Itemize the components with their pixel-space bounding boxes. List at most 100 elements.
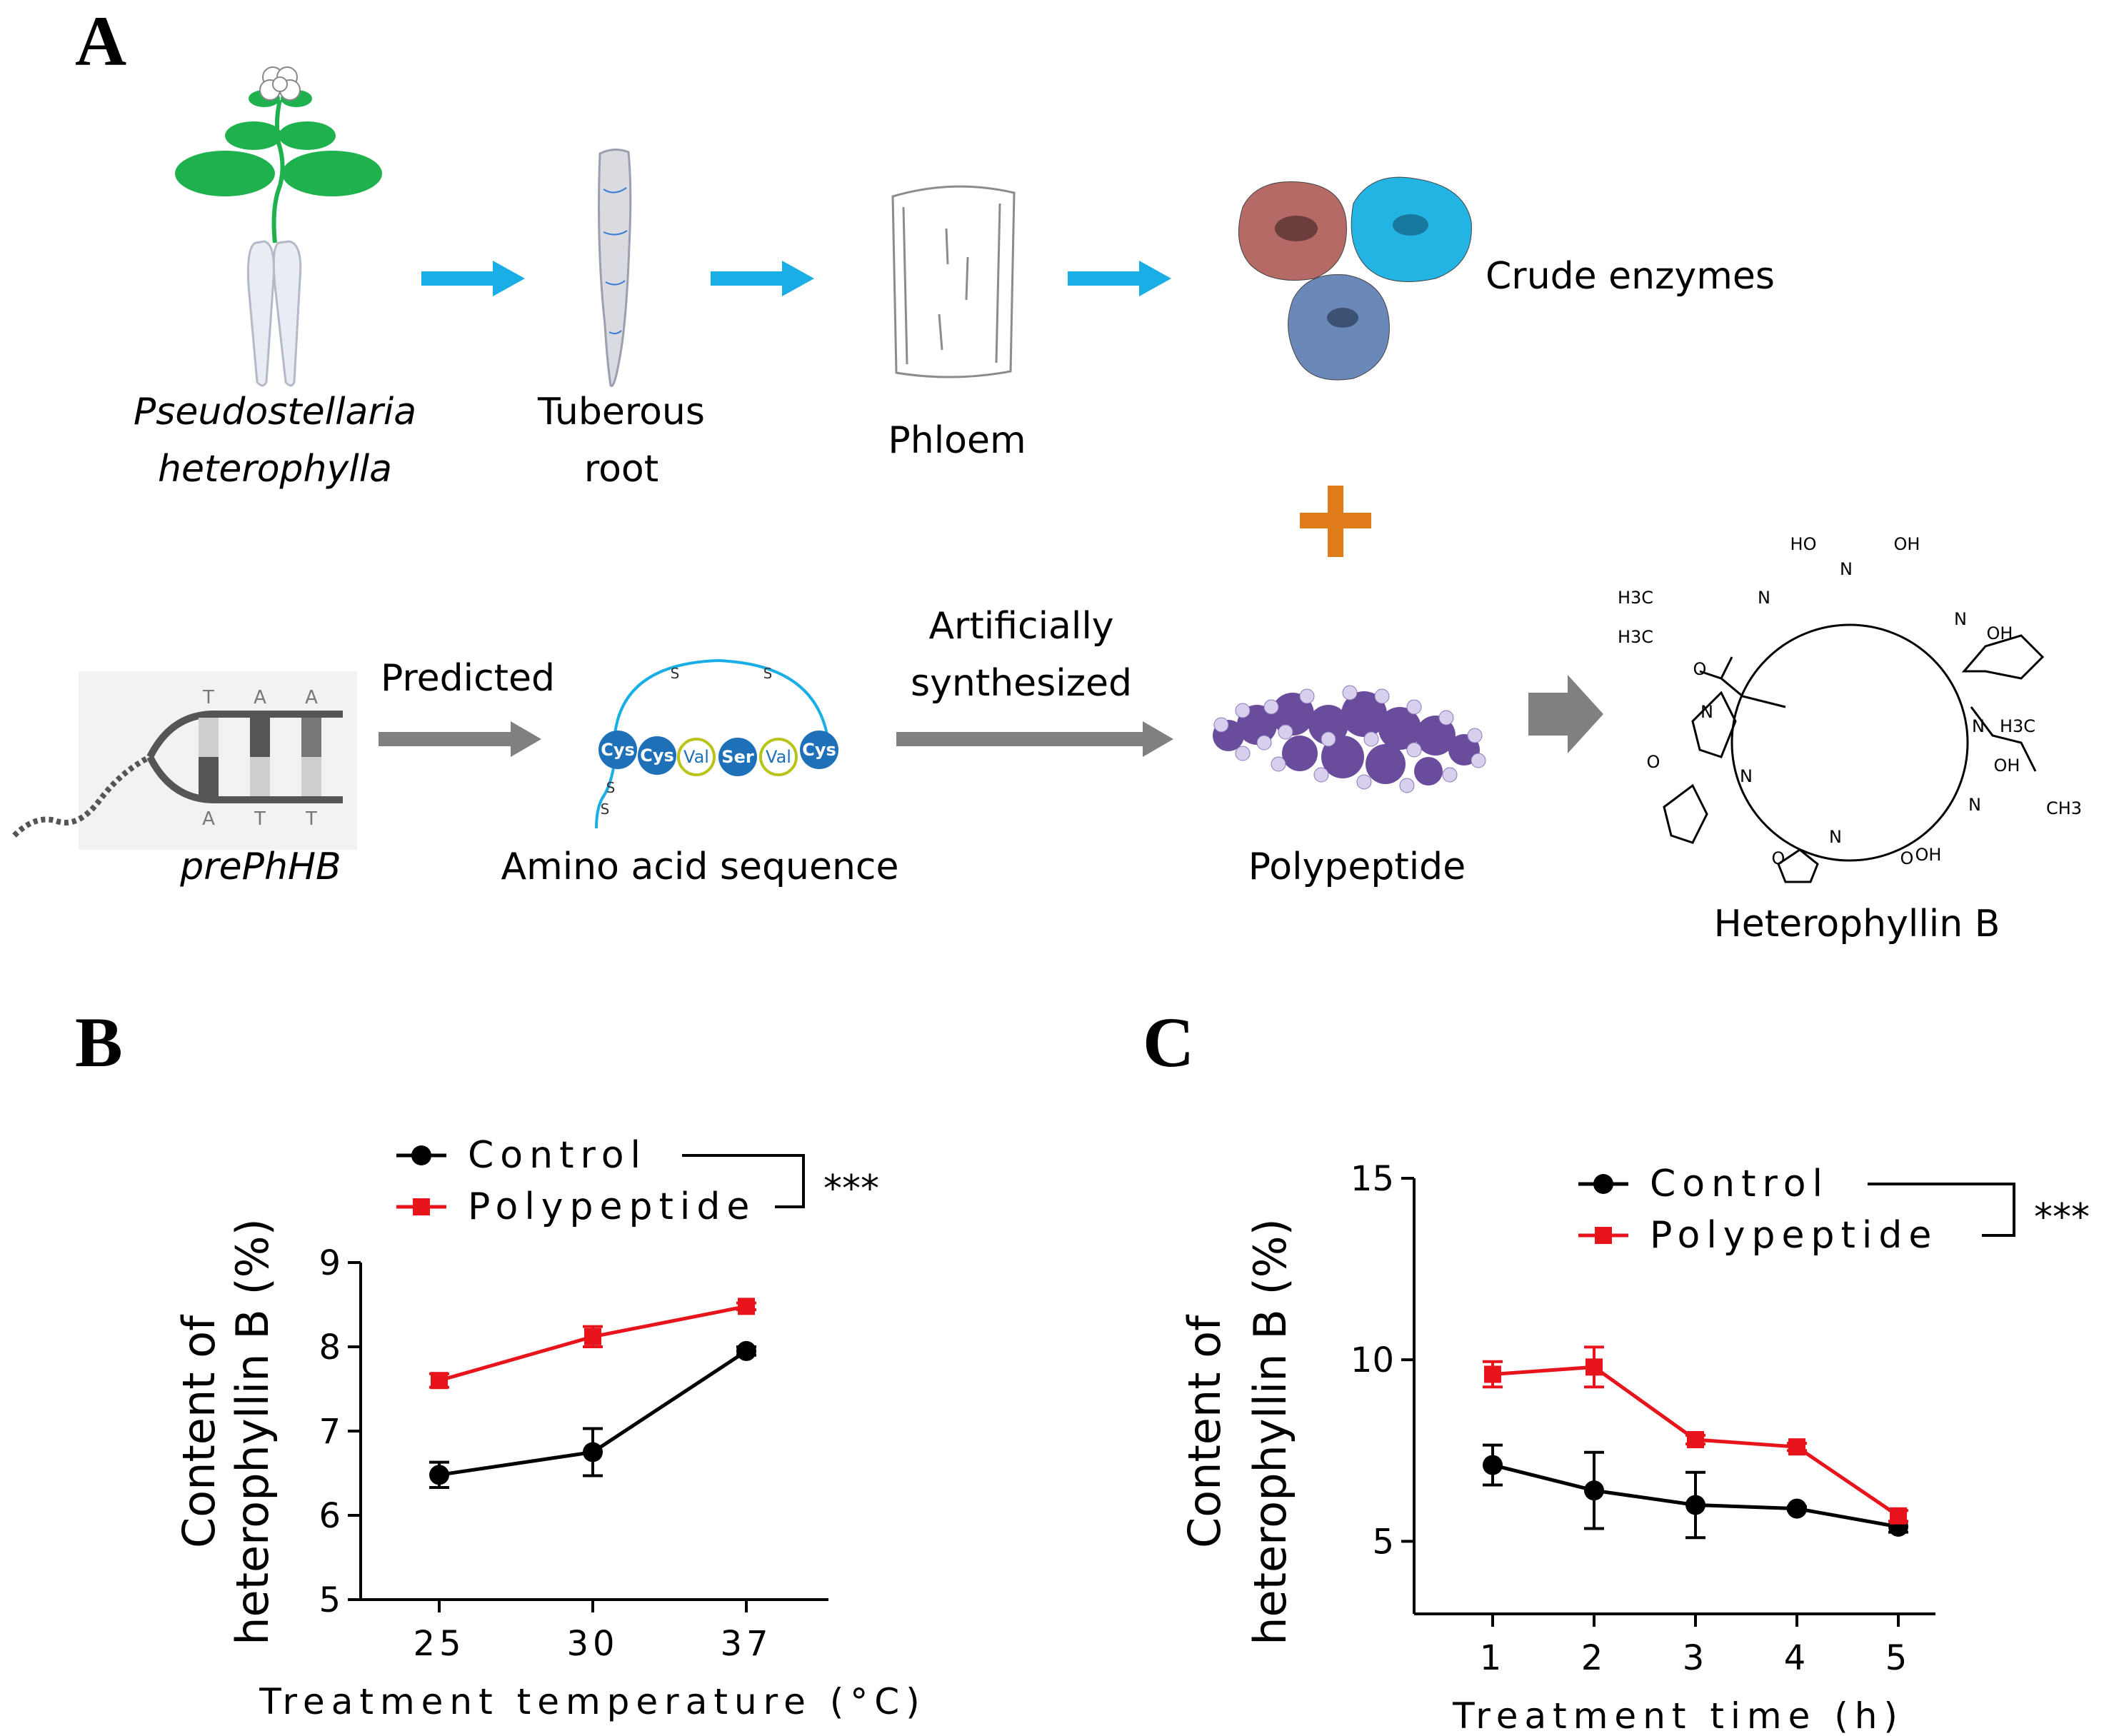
struct-label-1: HO <box>1790 534 1817 554</box>
y-tick-label: 6 <box>319 1496 341 1536</box>
legend-marker <box>1595 1227 1612 1244</box>
enzymes-label: Crude enzymes <box>1486 255 1775 298</box>
legend-marker <box>1593 1174 1613 1194</box>
data-point-polypeptide <box>1788 1438 1805 1456</box>
disulfide-label-4: S <box>601 801 610 818</box>
struct-label-18: N <box>1829 827 1842 847</box>
synth-label-line1: Artificially <box>928 605 1114 648</box>
y-tick-label: 7 <box>319 1412 341 1452</box>
struct-label-12: H3C <box>2000 716 2035 736</box>
aa-bead-5: Val <box>766 747 791 767</box>
data-point-polypeptide <box>431 1372 448 1390</box>
dna-letter-top-3: A <box>305 687 318 708</box>
legend-label: Polypeptide <box>1650 1214 1938 1257</box>
legend-marker <box>411 1145 431 1165</box>
x-axis-label: Treatment time (h) <box>1452 1695 1904 1736</box>
data-point-polypeptide <box>584 1328 601 1345</box>
data-point-control <box>736 1340 756 1361</box>
y-tick-label: 8 <box>319 1328 341 1368</box>
aa-bead-4: Ser <box>721 747 754 767</box>
dna-letter-top-2: A <box>254 687 266 708</box>
struct-label-11: N <box>1972 716 1985 736</box>
data-point-control <box>429 1465 449 1485</box>
dna-letter-bottom-3: T <box>305 808 317 830</box>
predicted-label: Predicted <box>380 657 556 700</box>
significance-stars: *** <box>2034 1196 2090 1239</box>
x-axis-label: Treatment temperature (°C) <box>259 1681 926 1722</box>
struct-label-7: N <box>1954 609 1967 629</box>
struct-label-9: O <box>1693 659 1707 679</box>
panel-letter-b: B <box>75 1003 123 1082</box>
y-tick-label: 9 <box>319 1243 341 1283</box>
y-axis-label-line2: heterophyllin B (%) <box>1244 1218 1296 1645</box>
phloem-label: Phloem <box>888 419 1026 462</box>
legend-label: Control <box>1650 1163 1829 1205</box>
gray-arrow-synthesized <box>896 721 1173 757</box>
struct-label-21: OH <box>1915 845 1942 865</box>
struct-label-15: N <box>1740 766 1753 786</box>
y-tick-label: 5 <box>319 1580 341 1620</box>
plant-illustration <box>175 66 382 387</box>
disulfide-label-1: S <box>671 665 680 682</box>
data-point-polypeptide <box>738 1298 755 1315</box>
plus-icon <box>1300 486 1371 557</box>
aa-bead-2: Cys <box>640 746 674 766</box>
data-point-polypeptide <box>1687 1431 1704 1448</box>
struct-label-13: O <box>1647 752 1660 772</box>
struct-label-3: OH <box>1894 534 1920 554</box>
tuberous-root-illustration <box>598 149 632 388</box>
struct-label-2: N <box>1840 559 1853 579</box>
blue-arrow-2 <box>711 261 814 296</box>
x-tick-label: 4 <box>1784 1638 1810 1678</box>
heterophyllin-b-structure: HO N OH H3C H3C N N OH O N N H3C O OH N … <box>1618 534 2082 883</box>
data-point-polypeptide <box>1890 1507 1907 1525</box>
heterophyllin-b-label: Heterophyllin B <box>1713 903 2000 945</box>
panel-letter-a: A <box>75 1 127 81</box>
plant-label-line1: Pseudostellaria <box>133 391 417 433</box>
data-point-control <box>1483 1455 1503 1475</box>
significance-bracket <box>1868 1183 2015 1237</box>
y-tick-label: 15 <box>1351 1159 1394 1199</box>
legend-label: Polypeptide <box>468 1185 756 1228</box>
polypeptide-illustration <box>1213 685 1486 793</box>
x-tick-label: 3 <box>1683 1638 1709 1678</box>
y-tick-label: 10 <box>1351 1340 1394 1380</box>
legend-label: Control <box>468 1134 647 1177</box>
x-tick-label: 37 <box>720 1624 772 1664</box>
plant-label-line2: heterophylla <box>157 448 393 491</box>
blue-arrow-3 <box>1068 261 1171 296</box>
data-point-control <box>583 1442 603 1462</box>
gene-label: prePhHB <box>180 846 341 888</box>
blue-arrow-1 <box>421 261 525 296</box>
struct-label-17: N <box>1968 795 1981 815</box>
y-axis-label-line1: Content of <box>173 1314 225 1548</box>
struct-label-16: CH3 <box>2046 798 2082 818</box>
significance-stars: *** <box>823 1168 879 1210</box>
struct-label-5: H3C <box>1618 627 1653 647</box>
struct-label-8: OH <box>1987 623 2013 643</box>
x-tick-label: 25 <box>413 1624 465 1664</box>
synth-label-line2: synthesized <box>911 662 1132 705</box>
root-label-line1: Tuberous <box>538 391 705 433</box>
dna-illustration: T A A A T T <box>12 671 357 850</box>
significance-bracket <box>682 1154 805 1208</box>
y-tick-label: 5 <box>1372 1522 1394 1562</box>
aa-bead-1: Cys <box>601 740 635 760</box>
struct-label-19: O <box>1772 848 1785 868</box>
polypeptide-label: Polypeptide <box>1248 846 1466 888</box>
dna-letter-bottom-1: A <box>202 808 215 830</box>
x-tick-label: 5 <box>1885 1638 1912 1678</box>
struct-label-14: OH <box>1994 756 2020 776</box>
aa-bead-3: Val <box>683 747 709 767</box>
x-tick-label: 2 <box>1581 1638 1608 1678</box>
legend-marker <box>413 1198 430 1215</box>
dna-letter-bottom-2: T <box>254 808 266 830</box>
panel-letter-c: C <box>1143 1003 1195 1082</box>
amino-acid-illustration: S S S S Cys Cys Val Ser Val Cys <box>595 658 838 829</box>
gray-arrow-product <box>1528 675 1603 753</box>
y-axis-label-line2: heterophyllin B (%) <box>226 1218 279 1645</box>
disulfide-label-3: S <box>606 779 616 796</box>
struct-label-6: N <box>1758 588 1770 608</box>
